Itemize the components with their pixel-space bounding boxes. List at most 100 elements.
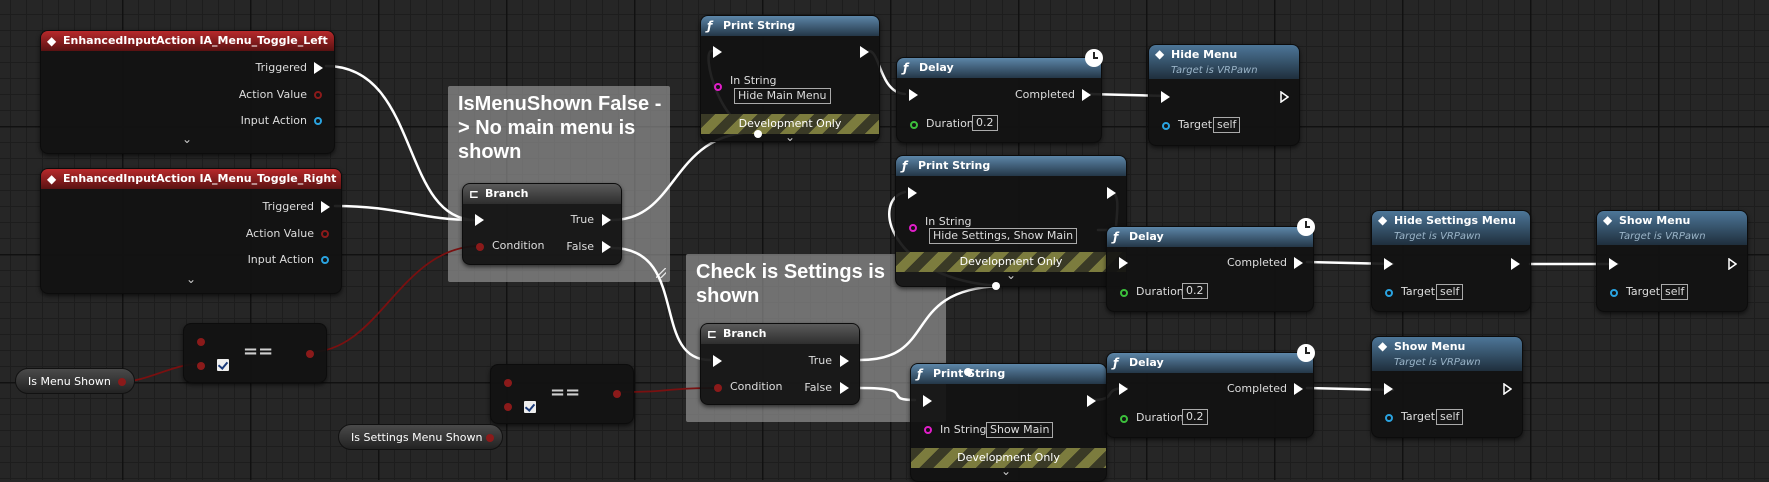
pin-exec-in[interactable] [1161,91,1170,103]
variable-is-menu-shown[interactable]: Is Menu Shown [15,368,135,394]
duration-input[interactable]: 0.2 [1182,283,1208,299]
pin-action-value[interactable] [321,230,329,238]
pin-a[interactable] [197,338,205,346]
reroute-knot[interactable] [754,130,762,138]
duration-input[interactable]: 0.2 [1182,409,1208,425]
pin-input-action[interactable] [314,117,322,125]
pin-exec-out[interactable] [1728,258,1737,270]
pin-a[interactable] [504,379,512,387]
wire-exec [333,204,476,222]
pin-exec-out[interactable] [1280,91,1289,103]
node-header: ◆ Hide Settings Menu Target is VRPawn [1372,211,1530,245]
branch-node-2[interactable]: ⊏ Branch True Condition False [700,323,860,405]
event-node-menu-toggle-left[interactable]: ◆ EnhancedInputAction IA_Menu_Toggle_Lef… [40,30,335,154]
duration-input[interactable]: 0.2 [972,115,998,131]
hide-settings-menu-node[interactable]: ◆ Hide Settings Menu Target is VRPawn Ta… [1371,210,1531,312]
equal-node-2[interactable]: == [490,364,634,424]
node-header: ◆ Show Menu Target is VRPawn [1597,211,1747,245]
in-string-input[interactable]: Hide Main Menu [734,88,831,104]
pin-triggered-exec[interactable] [321,201,330,213]
branch-icon: ⊏ [469,187,480,201]
pin-target[interactable] [1610,289,1618,297]
pin-exec-out[interactable] [1087,395,1096,407]
expand-chevron-icon[interactable]: ⌄ [182,132,193,146]
pin-value[interactable] [118,378,126,386]
print-string-node-1[interactable]: ƒ Print String In String Hide Main Menu … [700,15,880,144]
pin-exec-out[interactable] [1511,258,1520,270]
pin-exec-in[interactable] [1119,383,1128,395]
pin-duration[interactable] [1120,415,1128,423]
target-input[interactable]: self [1436,409,1464,425]
pin-duration[interactable] [910,121,918,129]
pin-return[interactable] [613,390,621,398]
expand-chevron-icon[interactable]: ⌄ [785,130,796,144]
pin-in-string[interactable] [924,426,932,434]
target-input[interactable]: self [1661,284,1689,300]
function-icon: ƒ [917,367,923,381]
target-input[interactable]: self [1213,117,1241,133]
pin-exec-in[interactable] [923,395,932,407]
pin-exec-in[interactable] [1384,258,1393,270]
print-string-node-3[interactable]: ƒ Print String In String Show Main Devel… [910,363,1107,482]
pin-completed-exec[interactable] [1082,89,1091,101]
pin-in-string[interactable] [714,83,722,91]
pin-exec-out[interactable] [1107,187,1116,199]
pin-exec-in[interactable] [1119,257,1128,269]
pin-value[interactable] [486,434,494,442]
latent-clock-icon [1297,344,1315,362]
pin-duration[interactable] [1120,289,1128,297]
delay-node-2[interactable]: ƒ Delay Completed Duration 0.2 [1106,218,1315,312]
pin-target[interactable] [1162,122,1170,130]
pin-condition[interactable] [476,243,484,251]
variable-is-settings-menu-shown[interactable]: Is Settings Menu Shown [338,424,503,450]
hide-menu-node[interactable]: ◆ Hide Menu Target is VRPawn Target self [1148,44,1300,146]
pin-b[interactable] [197,362,205,370]
in-string-input[interactable]: Show Main [986,422,1054,438]
comment-title: IsMenuShown False -> No main menu is sho… [458,93,662,163]
pin-action-value[interactable] [314,91,322,99]
node-title: EnhancedInputAction IA_Menu_Toggle_Right [63,172,337,185]
pin-exec-out[interactable] [860,46,869,58]
pin-false-exec[interactable] [840,382,849,394]
checkbox-true[interactable] [524,401,536,413]
resize-handle-icon[interactable] [656,268,666,278]
pin-b[interactable] [504,403,512,411]
pin-false-exec[interactable] [602,241,611,253]
expand-chevron-icon[interactable]: ⌄ [1006,268,1017,282]
pin-exec-in[interactable] [909,89,918,101]
reroute-knot[interactable] [964,368,972,376]
pin-condition[interactable] [714,384,722,392]
event-node-menu-toggle-right[interactable]: ◆ EnhancedInputAction IA_Menu_Toggle_Rig… [40,168,342,294]
pin-exec-out[interactable] [1503,383,1512,395]
pin-exec-in[interactable] [713,46,722,58]
pin-exec-in[interactable] [1609,258,1618,270]
delay-node-3[interactable]: ƒ Delay Completed Duration 0.2 [1106,344,1315,438]
pin-completed-exec[interactable] [1294,383,1303,395]
pin-exec-in[interactable] [908,187,917,199]
pin-in-string[interactable] [909,224,917,232]
pin-exec-in[interactable] [713,355,722,367]
pin-return[interactable] [306,350,314,358]
pin-target[interactable] [1385,414,1393,422]
expand-chevron-icon[interactable]: ⌄ [186,272,197,286]
pin-exec-in[interactable] [1384,383,1393,395]
delay-node-1[interactable]: ƒ Delay Completed Duration 0.2 [896,49,1103,143]
pin-true-exec[interactable] [840,355,849,367]
print-string-node-2[interactable]: ƒ Print String In String Hide Settings, … [895,155,1127,287]
equal-node-1[interactable]: == [183,323,327,383]
pin-triggered-exec[interactable] [314,62,323,74]
pin-exec-in[interactable] [475,214,484,226]
reroute-knot[interactable] [992,282,1000,290]
branch-node-1[interactable]: ⊏ Branch True Condition False [462,183,622,265]
pin-target[interactable] [1385,289,1393,297]
show-menu-node-2[interactable]: ◆ Show Menu Target is VRPawn Target self [1371,336,1523,438]
show-menu-node-1[interactable]: ◆ Show Menu Target is VRPawn Target self [1596,210,1748,312]
in-string-input[interactable]: Hide Settings, Show Main [929,228,1078,244]
pin-completed-exec[interactable] [1294,257,1303,269]
pin-true-exec[interactable] [602,214,611,226]
checkbox-true[interactable] [217,359,229,371]
expand-chevron-icon[interactable]: ⌄ [1001,464,1012,478]
target-input[interactable]: self [1436,284,1464,300]
pin-input-action[interactable] [321,256,329,264]
pin-label-duration: Duration [1136,411,1184,424]
